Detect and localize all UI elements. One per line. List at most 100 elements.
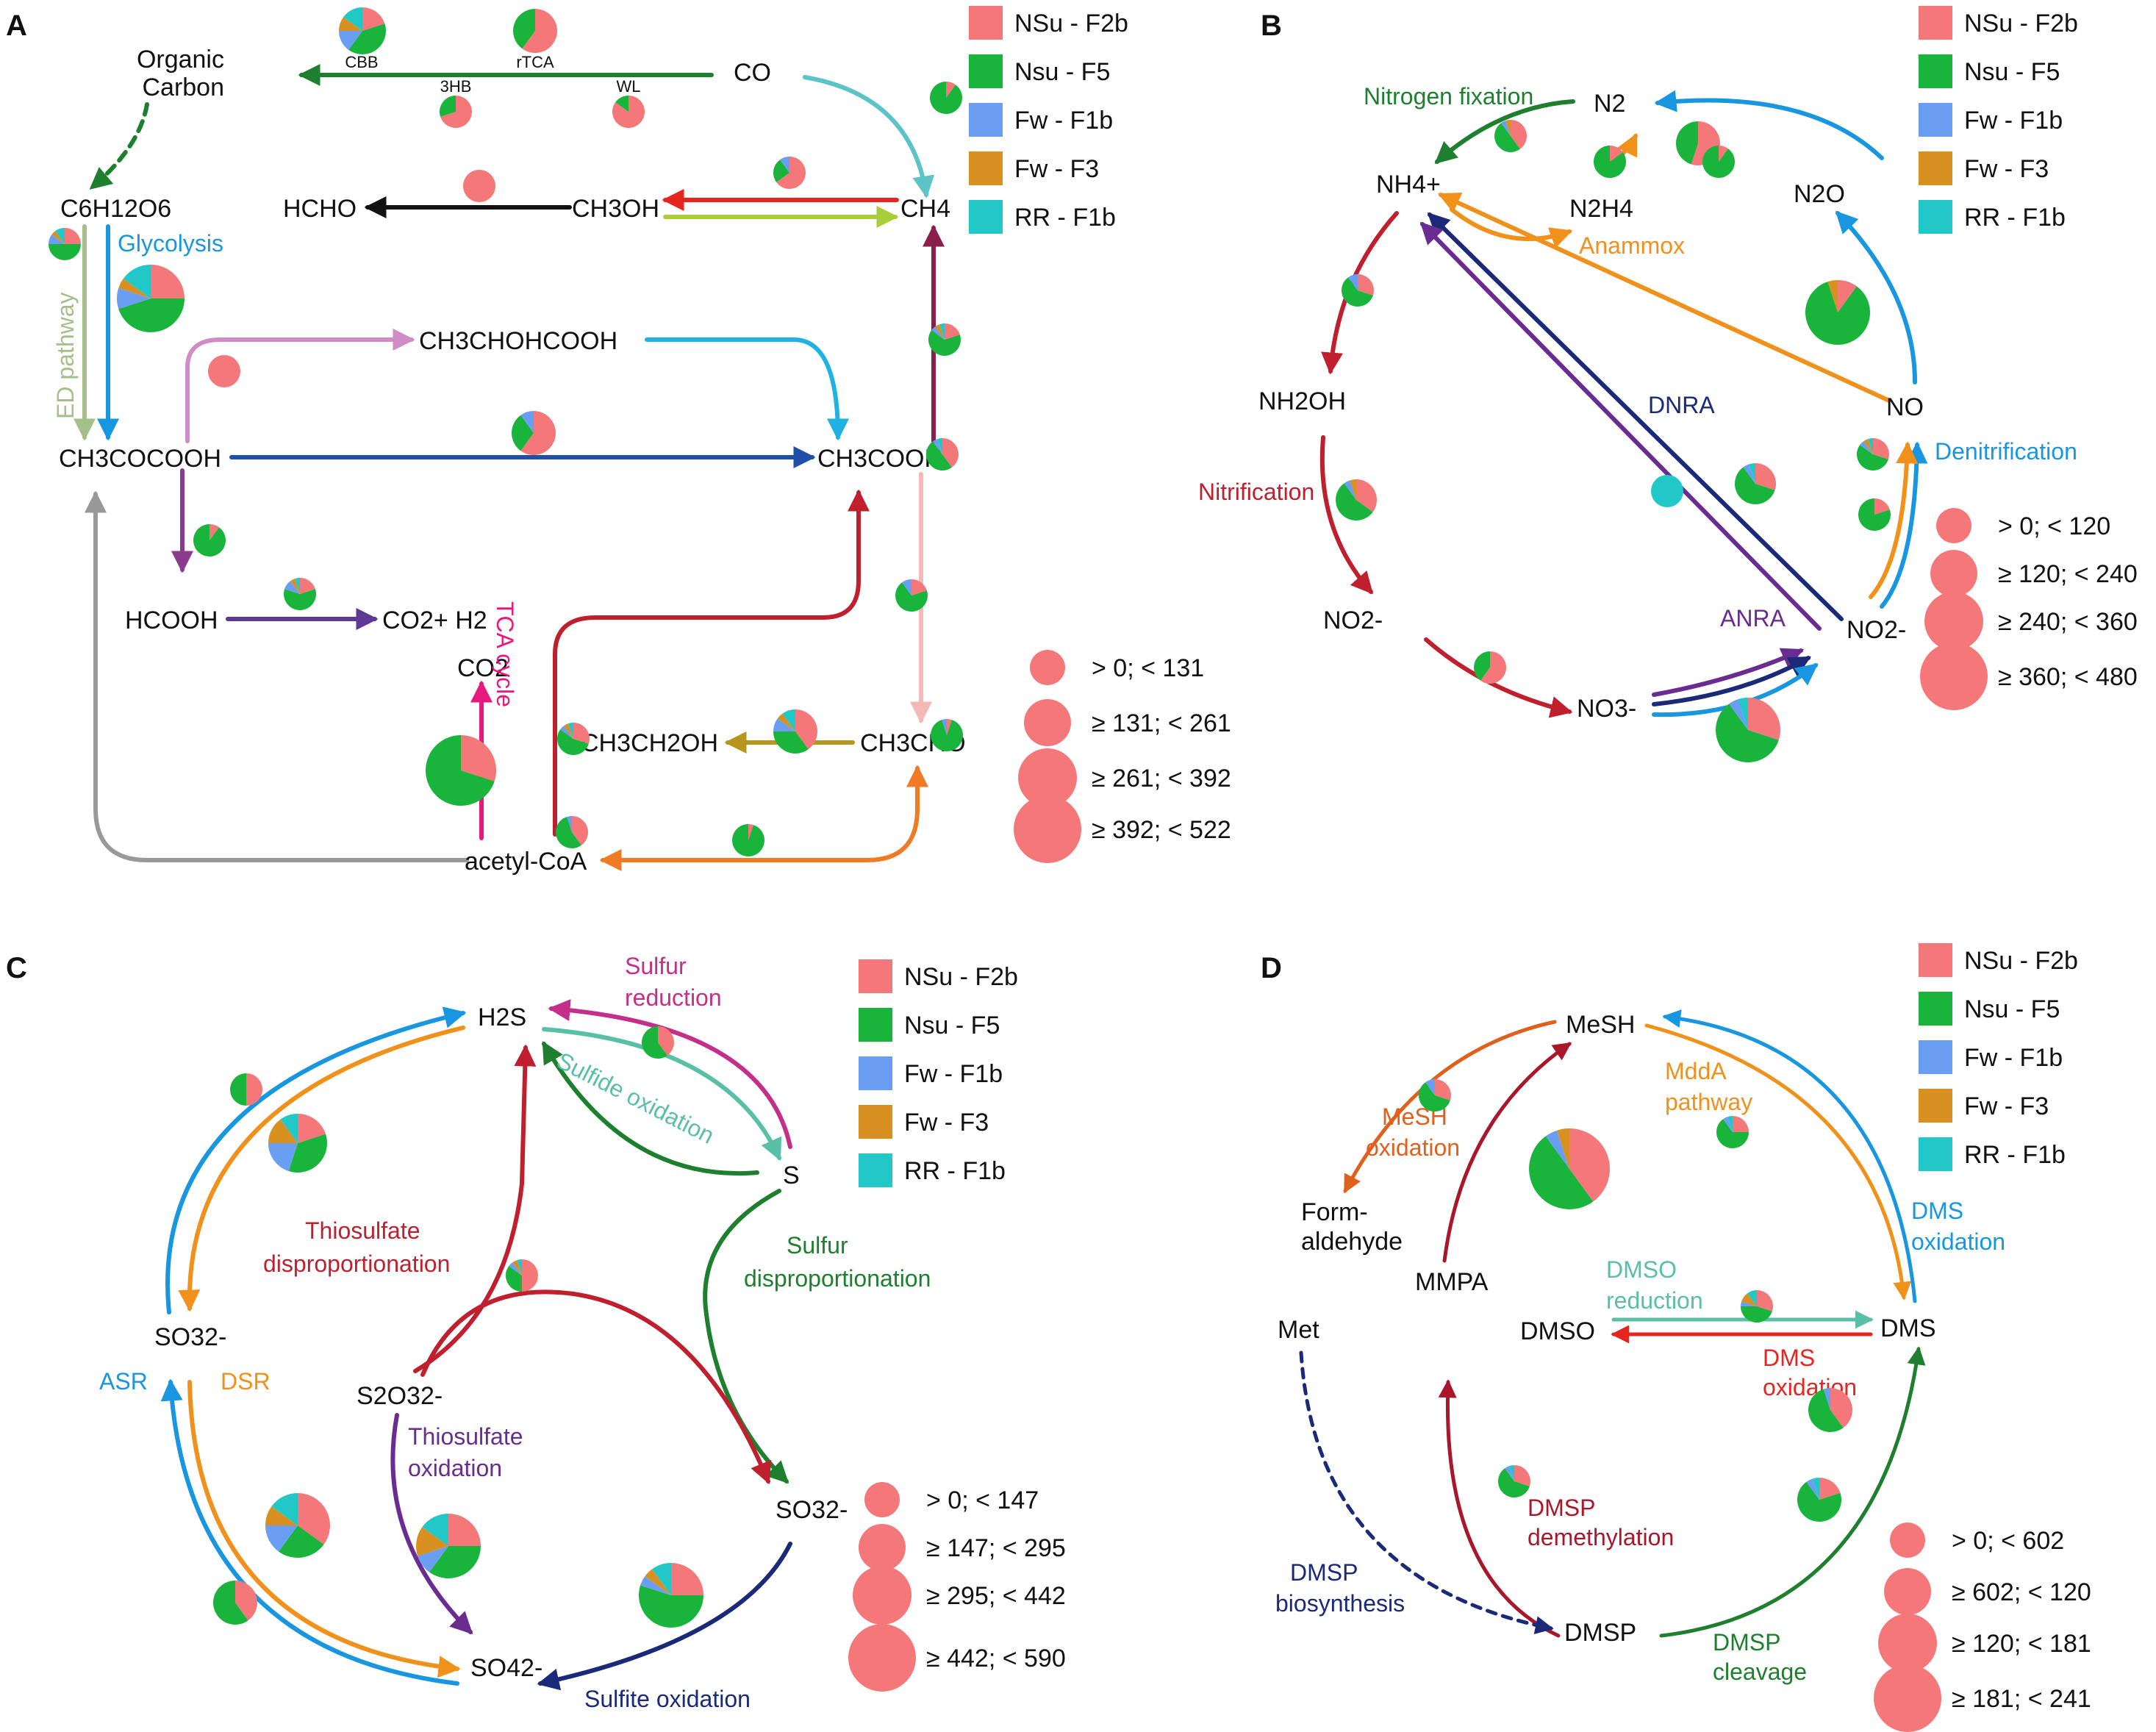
pie-slice xyxy=(658,1026,675,1056)
pie-slice xyxy=(1509,1465,1514,1481)
size-legend-circle xyxy=(1878,1614,1937,1672)
label-nitrification: Nitrification xyxy=(1198,479,1314,505)
legend-swatch-rr-f1b xyxy=(859,1153,892,1187)
pie-slice xyxy=(555,817,581,849)
label-mdda-2: pathway xyxy=(1665,1089,1752,1115)
pie-chart-panel-d xyxy=(1529,1128,1610,1209)
size-legend-label: > 0; < 120 xyxy=(1998,512,2110,540)
pie-slice xyxy=(1505,1466,1514,1481)
size-legend-label: ≥ 120; < 181 xyxy=(1952,1630,2091,1658)
arrow-denitrification-orange xyxy=(1869,441,1919,599)
pie-slice xyxy=(780,157,789,173)
node-h2s: H2S xyxy=(478,1003,526,1031)
pie-slice xyxy=(1511,120,1527,149)
pie-slice xyxy=(933,439,942,454)
node-no: NO xyxy=(1886,393,1924,421)
pie-slice xyxy=(509,1262,522,1275)
pie-slice xyxy=(1738,698,1748,730)
pie-slice xyxy=(1874,498,1890,515)
arrow-thio-disp-to-h2s xyxy=(413,1044,537,1373)
arrow-sulfur-disproportionation xyxy=(703,1189,789,1484)
pie-slice xyxy=(463,170,495,202)
pie-slice xyxy=(209,524,219,540)
panel-c-sulfur: C H2S S SO32- S2O32- SO32- SO42- Sulfur … xyxy=(6,952,931,1712)
pie-slice xyxy=(567,816,572,832)
pie-chart-panel-c xyxy=(265,1493,330,1558)
label-sulfur-disp-2: disproportionation xyxy=(744,1265,931,1292)
arrow-sulfur-reduction xyxy=(548,999,792,1149)
pie-slice xyxy=(284,581,300,594)
arrow-thiosulfate-oxidation xyxy=(390,1413,473,1635)
node-co2-top: CO xyxy=(734,59,771,87)
node-ethanol: CH3CH2OH xyxy=(581,729,718,757)
pie-slice xyxy=(776,157,806,189)
size-legend-circle xyxy=(853,1566,912,1625)
pie-chart-panel-b xyxy=(1716,698,1780,762)
arrow-s-to-h2s-green xyxy=(542,1041,759,1175)
node-formate: HCOOH xyxy=(125,606,218,634)
panel-b-nodes: N2 NH4+ N2H4 N2O NH2OH NO NO2- NO3- NO2- xyxy=(1258,90,1924,723)
pie-slice xyxy=(732,824,765,856)
pie-slice xyxy=(212,1581,248,1625)
pie-slice xyxy=(1749,463,1755,484)
label-3hb: 3HB xyxy=(440,77,472,96)
pie-chart-panel-c xyxy=(268,1114,328,1173)
node-glucose: C6H12O6 xyxy=(60,195,171,223)
label-ed-pathway: ED pathway xyxy=(52,292,79,419)
pie-slice xyxy=(118,298,185,333)
node-organic-carbon-2: Carbon xyxy=(142,74,224,101)
label-thio-disp-2: disproportionation xyxy=(263,1250,450,1277)
pie-slice xyxy=(795,709,818,750)
legend-label: RR - F1b xyxy=(1014,204,1116,232)
legend-label: Nsu - F5 xyxy=(1964,58,2060,86)
pie-slice xyxy=(1557,1128,1569,1169)
pie-chart-panel-c xyxy=(506,1259,538,1292)
pie-slice xyxy=(1857,445,1888,470)
pie-slice xyxy=(557,729,589,755)
size-legend-label: ≥ 120; < 240 xyxy=(1998,560,2138,588)
arrow-mesh-oxidation xyxy=(1343,1020,1557,1194)
pie-slice xyxy=(1474,651,1490,681)
pie-slice xyxy=(290,579,300,594)
pie-slice xyxy=(1514,1465,1530,1486)
pie-slice xyxy=(1348,274,1358,290)
pie-slice xyxy=(513,9,535,49)
node-n2o: N2O xyxy=(1794,180,1845,208)
legend-label: Fw - F1b xyxy=(1964,107,2063,135)
pie-slice xyxy=(520,411,534,433)
pie-slice xyxy=(931,720,963,751)
arrow-dms-oxidation-outer xyxy=(1662,1009,1917,1303)
node-co2-tca: CO2 xyxy=(457,654,509,682)
size-legend-label: ≥ 147; < 295 xyxy=(926,1534,1066,1562)
legend-swatch-nsu-f5 xyxy=(859,1008,892,1042)
panel-a-labels: CBB rTCA 3HB WL Glycolysis ED pathway TC… xyxy=(52,53,641,707)
pie-slice xyxy=(1569,1128,1610,1202)
legend-label: Fw - F1b xyxy=(904,1060,1003,1088)
node-n2: N2 xyxy=(1594,90,1625,118)
node-dmsp: DMSP xyxy=(1564,1619,1636,1647)
legend-label: NSu - F2b xyxy=(904,963,1018,991)
pie-slice xyxy=(1344,480,1356,500)
pie-chart-panel-b xyxy=(1702,146,1735,179)
pie-slice xyxy=(271,1493,298,1525)
arrow-dmsp-demethylation xyxy=(1438,1379,1561,1638)
arrow-asr-so3-to-h2s xyxy=(165,1006,467,1314)
size-legend-label: > 0; < 602 xyxy=(1952,1527,2064,1555)
pie-chart-panel-a xyxy=(895,579,928,612)
node-so4: SO42- xyxy=(470,1654,542,1682)
pie-slice xyxy=(295,578,300,594)
pie-chart-panel-b xyxy=(1335,479,1377,521)
arrow-mdda-pathway xyxy=(1644,1023,1912,1300)
pie-slice xyxy=(1610,146,1623,162)
arrow-no3-to-no2-dnra xyxy=(1652,656,1811,706)
pie-slice xyxy=(1748,698,1780,740)
pie-slice xyxy=(1838,280,1857,312)
pie-slice xyxy=(55,228,65,244)
pie-slice xyxy=(947,719,952,735)
pie-slice xyxy=(1868,438,1873,454)
pie-slice xyxy=(265,1525,298,1552)
arrow-nh4-to-n2h4 xyxy=(1450,207,1573,248)
size-legend-circle xyxy=(1024,699,1071,746)
pie-chart-panel-b xyxy=(1857,438,1890,470)
